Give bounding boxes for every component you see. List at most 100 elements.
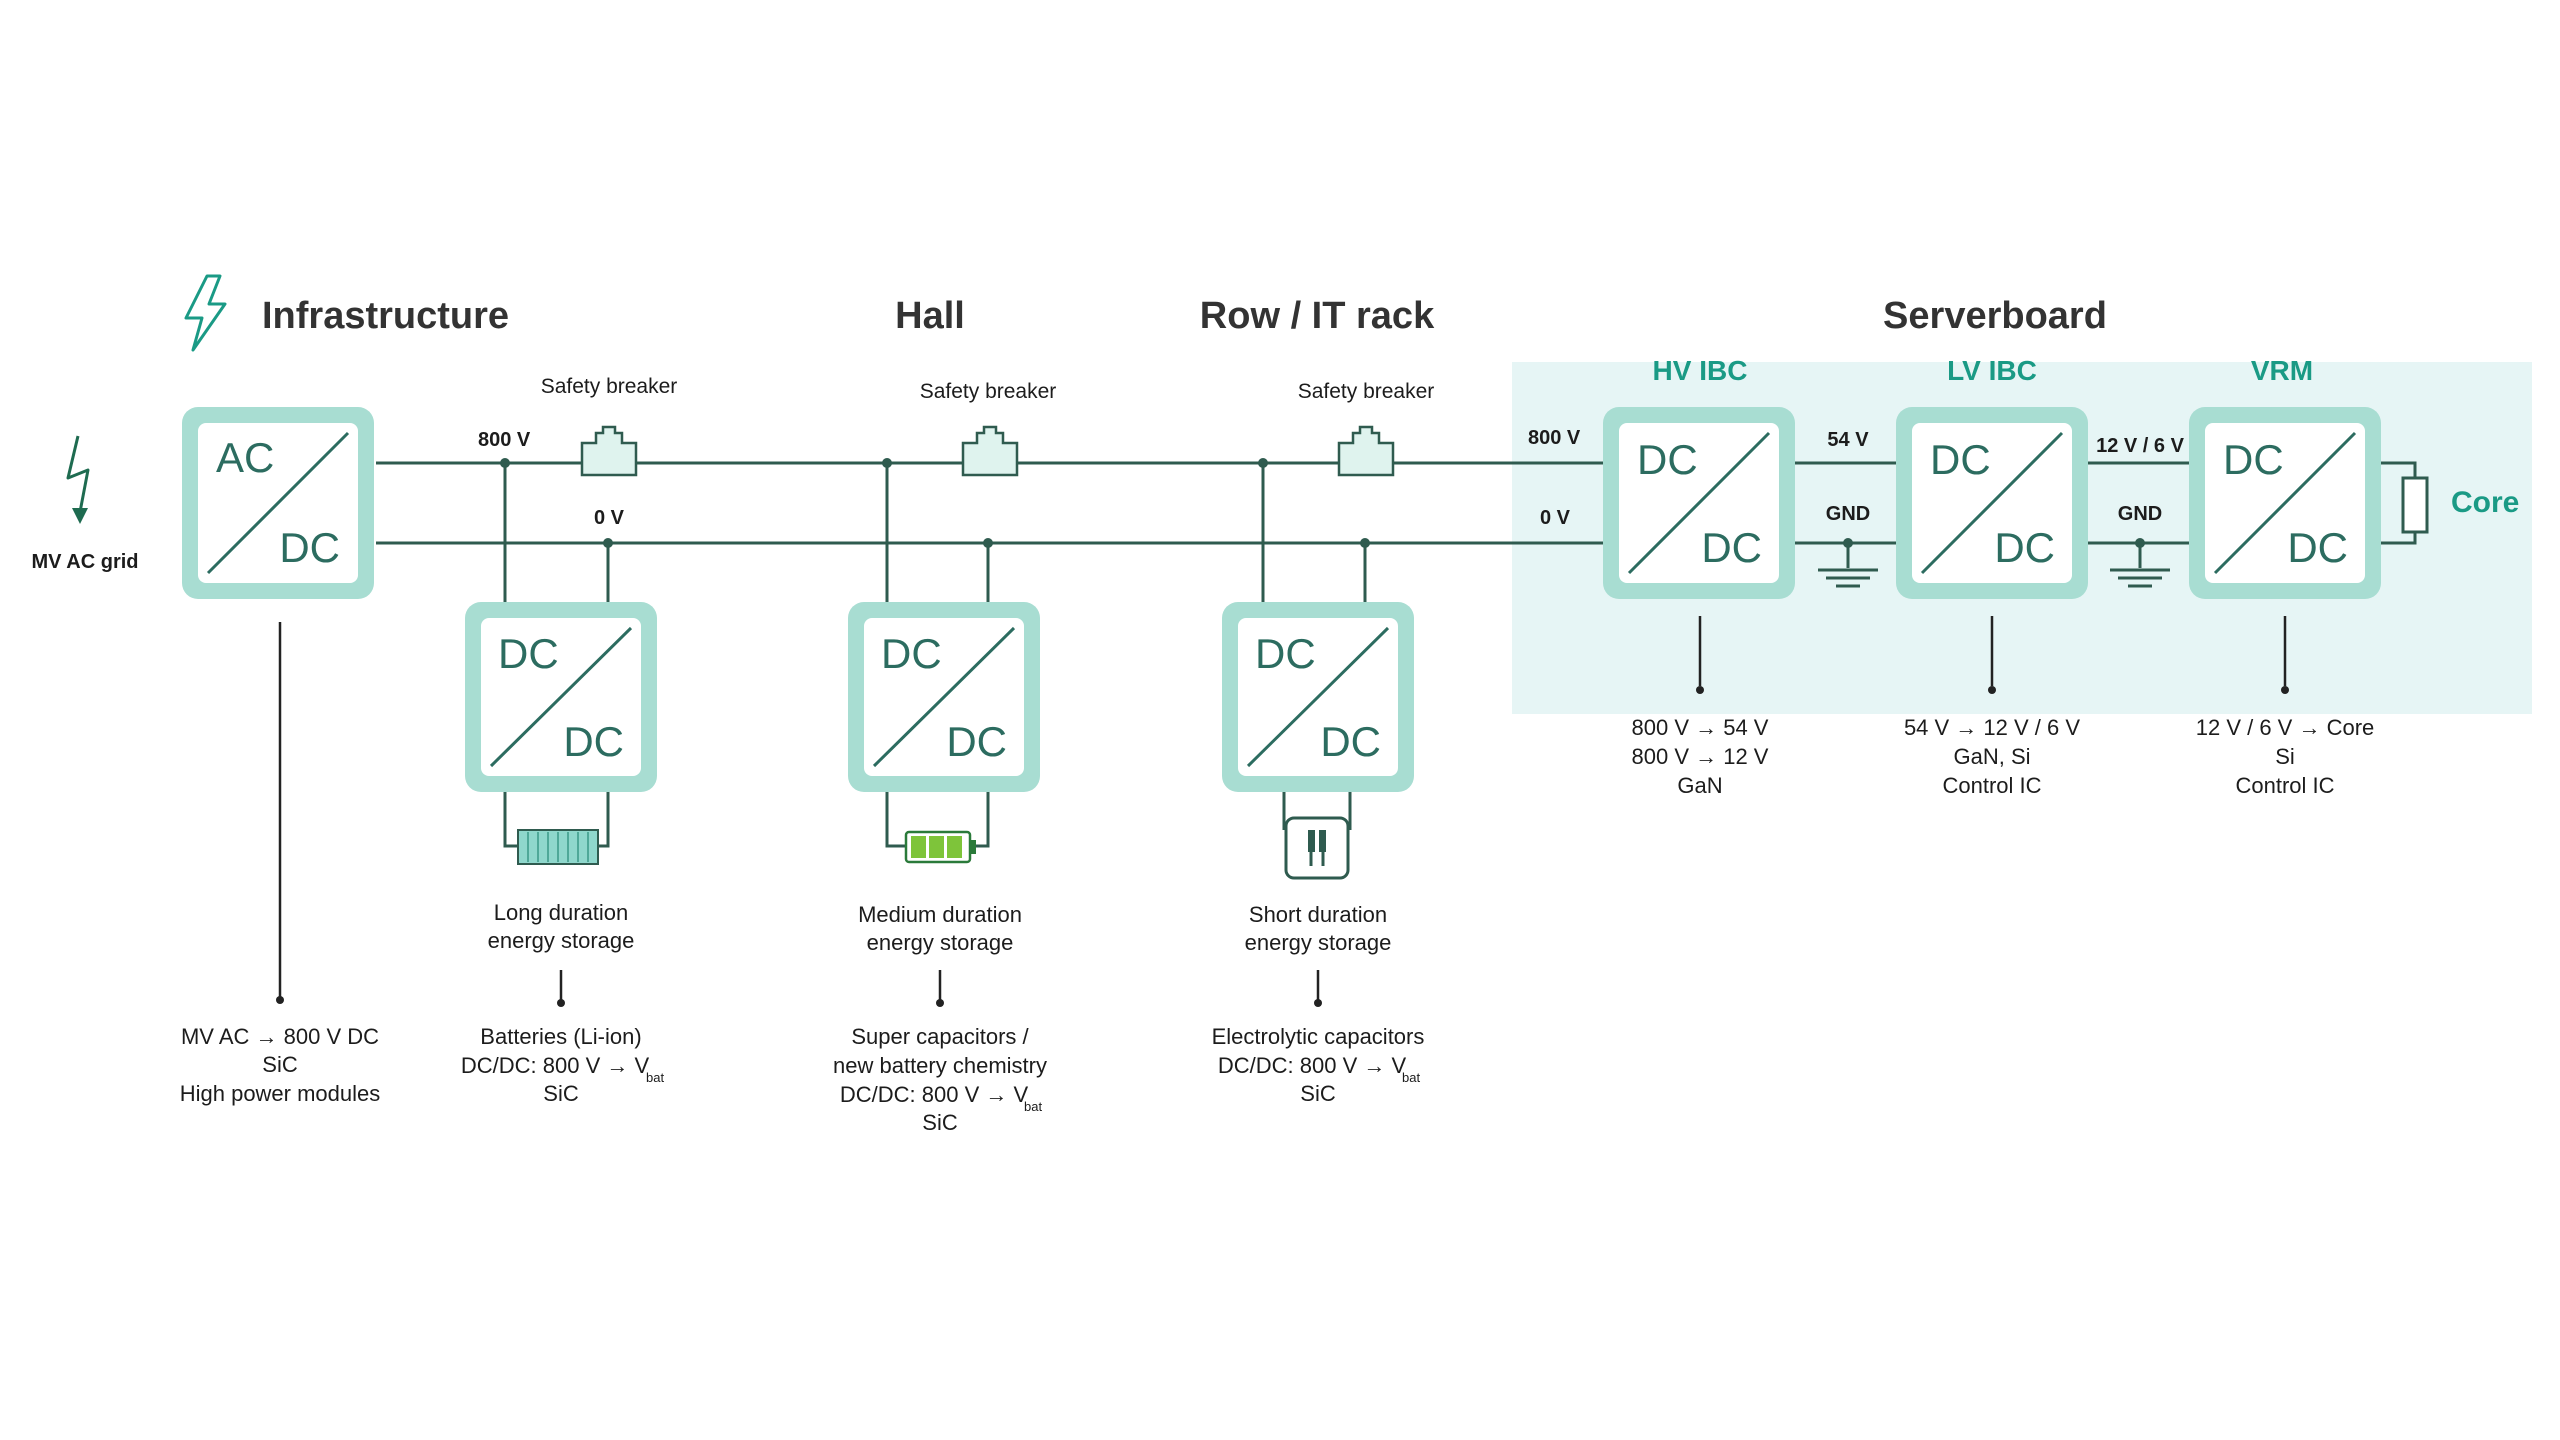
label-gnd-1: GND (1826, 503, 1870, 525)
svg-text:MV AC → 800 V DC: MV AC → 800 V DC (181, 1024, 379, 1049)
svg-text:DC/DC: 800 V → V: DC/DC: 800 V → V (840, 1082, 1029, 1107)
breaker-label: Safety breaker (920, 380, 1057, 403)
caption-short: Electrolytic capacitors DC/DC: 800 V → V… (1212, 1024, 1425, 1106)
svg-text:DC: DC (279, 524, 340, 571)
converter-lv-ibc: DC DC (1896, 407, 2088, 599)
header-hall: Hall (895, 295, 965, 337)
junction-dot (882, 458, 892, 468)
header-infrastructure: Infrastructure (262, 295, 509, 337)
ground-icon (1818, 538, 1878, 588)
svg-text:SiC: SiC (922, 1110, 958, 1135)
svg-text:SiC: SiC (262, 1052, 298, 1077)
caption-long: Batteries (Li-ion) DC/DC: 800 V → V bat … (461, 1024, 665, 1106)
svg-text:DC: DC (1637, 436, 1698, 483)
svg-text:DC: DC (1701, 524, 1762, 571)
converter-dc-dc-medium: DC DC (848, 602, 1040, 792)
storage-wire-long (596, 792, 610, 848)
svg-text:DC: DC (1994, 524, 2055, 571)
svg-text:High power modules: High power modules (180, 1081, 381, 1106)
core-load-icon (2401, 476, 2429, 534)
label-54v: 54 V (1827, 429, 1869, 451)
svg-text:Control IC: Control IC (1942, 773, 2041, 798)
converter-dc-dc-long: DC DC (465, 602, 657, 792)
converter-vrm: DC DC (2189, 407, 2381, 599)
svg-text:GaN: GaN (1677, 773, 1722, 798)
svg-text:DC/DC: 800 V → V: DC/DC: 800 V → V (1218, 1053, 1407, 1078)
svg-text:DC: DC (563, 718, 624, 765)
svg-text:SiC: SiC (1300, 1081, 1336, 1106)
junction-dot (1360, 538, 1370, 548)
label-0v-server: 0 V (1540, 507, 1571, 529)
svg-text:DC: DC (1930, 436, 1991, 483)
subheader-lv-ibc: LV IBC (1947, 355, 2037, 386)
breaker-label: Safety breaker (541, 375, 678, 398)
svg-text:12 V / 6 V → Core: 12 V / 6 V → Core (2196, 715, 2375, 740)
header-row-rack: Row / IT rack (1200, 295, 1435, 337)
svg-text:Super capacitors /: Super capacitors / (851, 1024, 1029, 1049)
svg-text:DC: DC (2287, 524, 2348, 571)
breaker-label: Safety breaker (1298, 380, 1435, 403)
caption-lv-ibc: 54 V → 12 V / 6 V GaN, Si Control IC (1904, 715, 2080, 798)
subheader-hv-ibc: HV IBC (1653, 355, 1748, 386)
caption-medium: Super capacitors / new battery chemistry… (833, 1024, 1047, 1135)
svg-text:800 V → 54 V: 800 V → 54 V (1632, 715, 1769, 740)
converter-ac-dc: AC DC (182, 407, 374, 599)
caption-hv-ibc: 800 V → 54 V 800 V → 12 V GaN (1632, 715, 1769, 798)
svg-text:AC: AC (216, 434, 274, 481)
svg-text:54 V → 12 V / 6 V: 54 V → 12 V / 6 V (1904, 715, 2080, 740)
storage-wire-long (503, 792, 520, 848)
label-gnd-2: GND (2118, 503, 2162, 525)
core-wire (2381, 461, 2417, 478)
svg-text:DC: DC (881, 630, 942, 677)
storage-title-long: energy storage (488, 928, 635, 953)
header-serverboard: Serverboard (1883, 295, 2107, 337)
svg-text:bat: bat (1024, 1099, 1042, 1114)
storage-wire-medium (885, 792, 906, 848)
label-core: Core (2451, 486, 2519, 519)
storage-title-medium: energy storage (867, 930, 1014, 955)
junction-dot (1258, 458, 1268, 468)
label-12v-6v: 12 V / 6 V (2096, 435, 2184, 457)
svg-text:new battery chemistry: new battery chemistry (833, 1053, 1047, 1078)
label-800v-main: 800 V (478, 429, 531, 451)
capacitor-icon (1284, 816, 1350, 880)
svg-text:bat: bat (646, 1070, 664, 1085)
core-wire-return (2381, 532, 2417, 545)
svg-text:DC/DC: 800 V → V: DC/DC: 800 V → V (461, 1053, 650, 1078)
storage-title-medium: Medium duration (858, 902, 1022, 927)
junction-dot (983, 538, 993, 548)
svg-text:DC: DC (1320, 718, 1381, 765)
svg-text:DC: DC (1255, 630, 1316, 677)
caption-infra: MV AC → 800 V DC SiC High power modules (180, 1024, 381, 1106)
grid-arrow-icon (66, 435, 90, 524)
svg-text:Si: Si (2275, 744, 2295, 769)
label-0v-main: 0 V (594, 507, 625, 529)
svg-text:DC: DC (946, 718, 1007, 765)
storage-wire-medium (972, 792, 990, 848)
lightning-icon (184, 274, 227, 352)
svg-text:Batteries (Li-ion): Batteries (Li-ion) (480, 1024, 641, 1049)
converter-hv-ibc: DC DC (1603, 407, 1795, 599)
svg-text:SiC: SiC (543, 1081, 579, 1106)
svg-text:bat: bat (1402, 1070, 1420, 1085)
svg-text:DC: DC (2223, 436, 2284, 483)
safety-breaker-icon (580, 425, 638, 477)
storage-title-short: energy storage (1245, 930, 1392, 955)
svg-text:Electrolytic capacitors: Electrolytic capacitors (1212, 1024, 1425, 1049)
converter-dc-dc-short: DC DC (1222, 602, 1414, 792)
battery-icon (904, 830, 976, 864)
grid-label: MV AC grid (31, 551, 138, 573)
svg-text:800 V → 12 V: 800 V → 12 V (1632, 744, 1769, 769)
storage-title-short: Short duration (1249, 902, 1387, 927)
label-800v-server: 800 V (1528, 427, 1581, 449)
battery-pack-icon (517, 829, 599, 865)
ground-icon (2110, 538, 2170, 588)
caption-vrm: 12 V / 6 V → Core Si Control IC (2196, 715, 2375, 798)
subheader-vrm: VRM (2251, 355, 2313, 386)
svg-text:DC: DC (498, 630, 559, 677)
junction-dot (500, 458, 510, 468)
safety-breaker-icon (961, 425, 1019, 477)
svg-text:Control IC: Control IC (2235, 773, 2334, 798)
safety-breaker-icon (1337, 425, 1395, 477)
